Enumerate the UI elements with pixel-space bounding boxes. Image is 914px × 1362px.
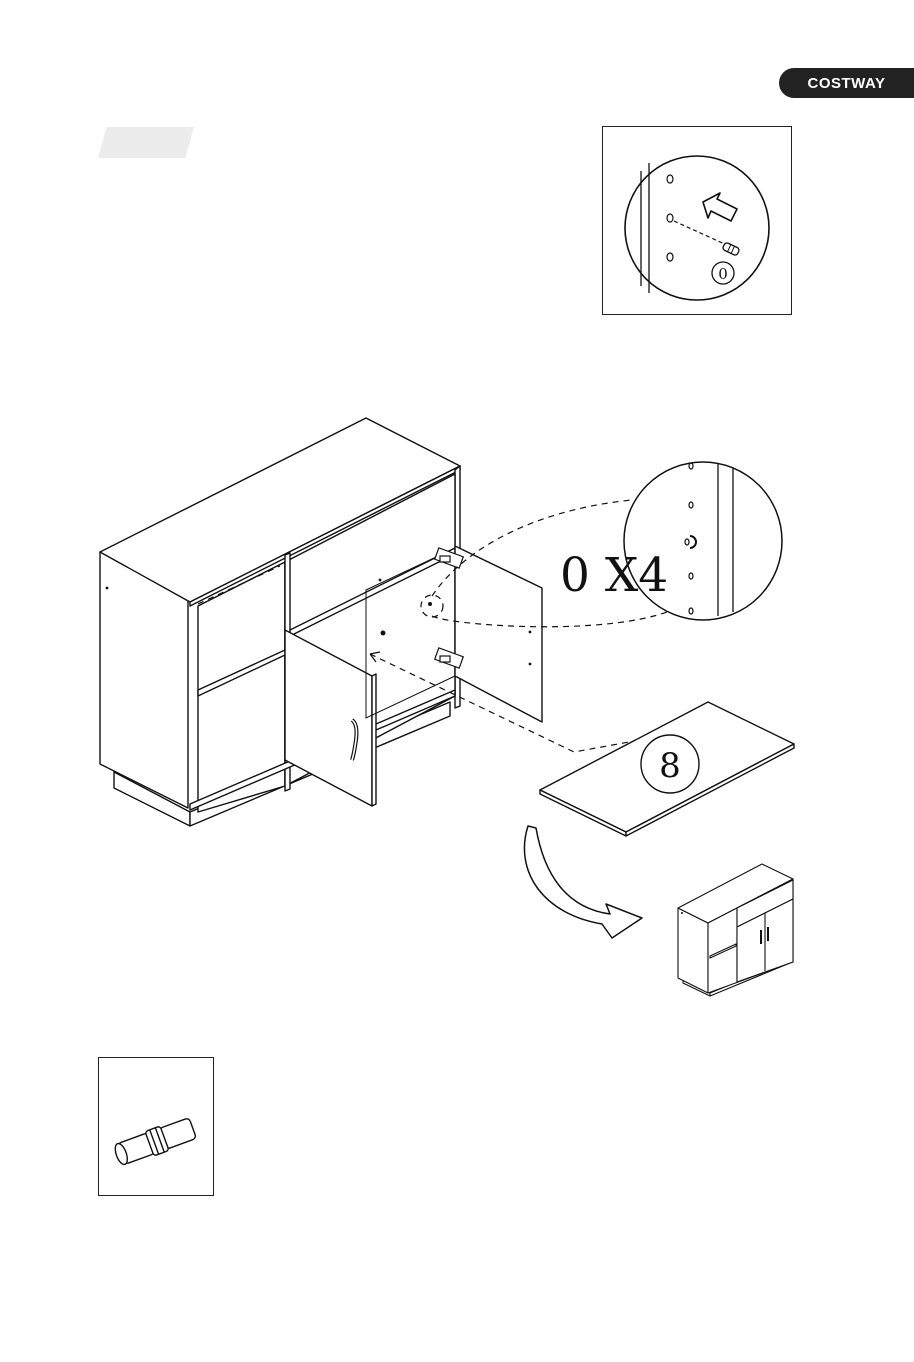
detail-illustration: 0 <box>603 127 791 314</box>
arrow-icon <box>703 193 737 221</box>
dowel-icon <box>99 1058 213 1195</box>
step-tab <box>98 127 194 158</box>
curved-arrow-icon <box>510 820 650 945</box>
dowel-icon <box>722 242 740 256</box>
finished-cabinet <box>670 858 800 998</box>
part-box <box>98 1057 214 1196</box>
brand-logo-text: COSTWAY <box>808 75 886 92</box>
quantity-label: 0 X4 <box>560 546 720 606</box>
detail-part-label: 0 <box>718 265 728 283</box>
panel-label: 8 <box>659 746 681 786</box>
brand-logo: COSTWAY <box>779 68 914 98</box>
detail-callout: 0 <box>602 126 792 315</box>
